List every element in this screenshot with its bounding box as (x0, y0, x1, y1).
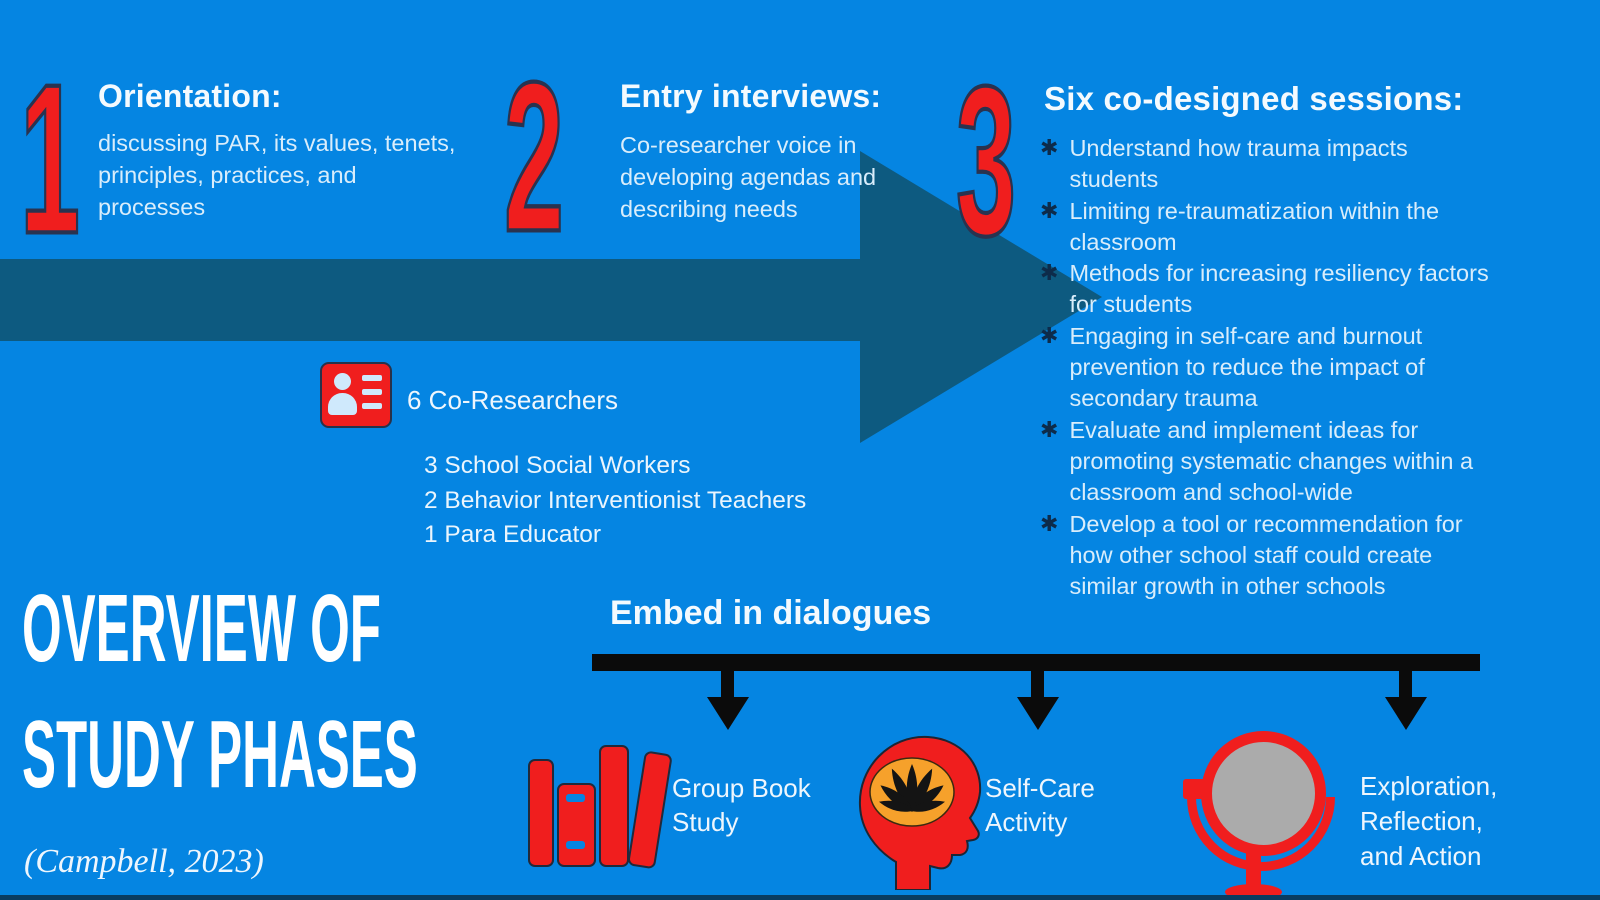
phase-2-number: 2 (503, 37, 565, 276)
session-topic-text: Engaging in self-care and burnout preven… (1069, 322, 1425, 412)
session-topic-item: ✱ Methods for increasing resiliency fact… (1040, 258, 1560, 321)
down-arrow-icon (1399, 670, 1412, 698)
down-arrow-icon (1031, 670, 1044, 698)
down-arrow-icon (1017, 697, 1059, 730)
asterisk-bullet-icon: ✱ (1040, 416, 1059, 442)
book-label (566, 841, 585, 849)
bottom-edge-strip (0, 895, 1600, 900)
co-researcher-breakdown-line: 3 School Social Workers (424, 452, 691, 479)
dialogues-heading: Embed in dialogues (610, 594, 932, 632)
co-researchers-breakdown: 3 School Social Workers 2 Behavior Inter… (424, 449, 806, 553)
co-researcher-breakdown-line: 1 Para Educator (424, 521, 602, 548)
phase-1-description: discussing PAR, its values, tenets, prin… (98, 130, 456, 220)
exploration-reflection-action-label: Exploration, Reflection, and Action (1360, 771, 1498, 871)
main-title-line-2: STUDY PHASES (22, 700, 418, 808)
self-care-activity-label: Self-Care Activity (985, 773, 1095, 837)
co-researcher-breakdown-line: 2 Behavior Interventionist Teachers (424, 486, 807, 514)
group-book-study-label: Group Book Study (672, 773, 811, 837)
phase-3-number: 3 (955, 41, 1017, 280)
session-topic-text: Develop a tool or recommendation for how… (1069, 510, 1463, 600)
asterisk-bullet-icon: ✱ (1040, 322, 1059, 348)
session-topic-item: ✱ Understand how trauma impacts students (1040, 133, 1560, 196)
session-topic-text: Understand how trauma impacts students (1069, 135, 1408, 193)
mirror-stand (1246, 853, 1261, 891)
session-topic-text: Limiting re-traumatization within the cl… (1069, 197, 1440, 255)
down-arrow-icon (1385, 697, 1427, 730)
id-card-line (362, 375, 382, 381)
phase-3-title: Six co-designed sessions: (1044, 80, 1464, 117)
phase-2-title: Entry interviews: (620, 78, 882, 114)
id-card-line (362, 403, 382, 409)
process-arrow-band (0, 259, 862, 341)
down-arrow-icon (707, 697, 749, 730)
mirror-icon (1183, 723, 1335, 900)
book-spine (528, 759, 554, 867)
main-title-line-1: OVERVIEW OF (22, 574, 381, 682)
down-arrow-icon (721, 670, 734, 698)
book-spine (599, 745, 629, 867)
timeline-bar (592, 654, 1480, 671)
books-icon (528, 745, 673, 870)
session-topic-item: ✱ Engaging in self-care and burnout prev… (1040, 321, 1560, 415)
book-spine-tilted (627, 750, 673, 870)
mirror-glass (1201, 731, 1326, 856)
asterisk-bullet-icon: ✱ (1040, 135, 1059, 160)
phase-1-number: 1 (19, 39, 81, 278)
book-label (566, 794, 585, 802)
citation: (Campbell, 2023) (24, 843, 264, 880)
id-card-line (362, 389, 382, 395)
id-card-person-body (328, 393, 357, 415)
session-topic-text: Evaluate and implement ideas for promoti… (1069, 416, 1474, 506)
book-spine (557, 783, 596, 867)
session-topics-list: ✱ Understand how trauma impacts students… (1040, 133, 1560, 602)
phase-1-title: Orientation: (98, 78, 282, 114)
co-researchers-heading: 6 Co-Researchers (407, 385, 618, 415)
session-topic-text: Methods for increasing resiliency factor… (1069, 260, 1489, 318)
head-lotus-icon (858, 735, 982, 890)
asterisk-bullet-icon: ✱ (1040, 260, 1059, 286)
asterisk-bullet-icon: ✱ (1040, 510, 1059, 536)
phase-2-description: Co-researcher voice in developing agenda… (620, 132, 877, 222)
session-topic-item: ✱ Limiting re-traumatization within the … (1040, 196, 1560, 259)
id-card-icon (320, 362, 392, 428)
session-topic-item: ✱ Evaluate and implement ideas for promo… (1040, 415, 1560, 509)
session-topic-item: ✱ Develop a tool or recommendation for h… (1040, 509, 1560, 603)
asterisk-bullet-icon: ✱ (1040, 197, 1059, 223)
lotus-flower (879, 764, 945, 812)
id-card-person-head (334, 373, 351, 390)
